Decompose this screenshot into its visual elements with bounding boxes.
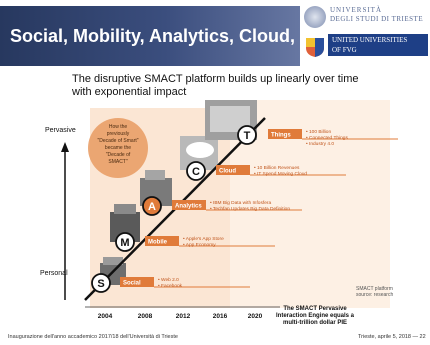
stage-letter: C [192,166,200,178]
stage-detail: • 10 Billion Revenues [254,165,300,171]
slide-subtitle: The disruptive SMACT platform builds up … [72,73,359,98]
stage-detail: • Facebook [158,283,183,289]
callout-line: SMACT" [108,159,128,165]
footer-right: Trieste, aprile 5, 2018 — 22 [358,334,426,340]
callout-line: How the [109,124,128,130]
x-tick-label: 2012 [176,313,191,320]
logo-text-line-1: UNIVERSITÀ [330,6,382,14]
logo-text-line-3: UNITED UNIVERSITIES [332,36,408,44]
stage-circle [142,196,162,216]
x-tick-label: 2004 [98,313,113,320]
callout-line: became the [105,145,131,151]
stage-label-bar [120,277,154,287]
shield-logo-icon [306,38,324,57]
callout-line: previously [107,131,130,137]
engine-note: The SMACT Pervasive Interaction Engine e… [275,306,355,326]
stage-circle [186,161,206,181]
stage-label-bar [216,165,250,175]
cloud-icon [186,142,214,158]
side-note: SMACT platform source: research [356,286,394,298]
stage-label-bar [172,200,206,210]
stage-letter: S [97,278,104,290]
logo-united-box [328,34,428,56]
stage-detail: • Industry 4.0 [306,141,334,147]
mobile-image-2 [114,204,136,214]
stage-detail: • Apple's App Store [183,236,224,242]
x-tick-label: 2008 [138,313,153,320]
university-logo: UNIVERSITÀ DEGLI STUDI DI TRIESTE UNITED… [300,0,430,70]
stage-letter: A [148,201,156,213]
stage-detail: • Techfan Updates Big Data Definition [210,206,290,212]
stage-detail: • IT Spend Moving Cloud [254,171,307,177]
x-tick-label: 2016 [213,313,228,320]
stage-name: Things [271,133,291,139]
stage-detail: • 100 Billion [306,129,331,135]
stage-label-bar [145,236,179,246]
social-image-2 [103,257,123,265]
stage-letter: M [120,237,129,249]
y-axis-arrow-icon [61,142,69,152]
callout-line: "Decade of Smart" [97,138,138,144]
stage-letter: T [244,130,251,142]
y-axis-top-label: Pervasive [45,127,76,134]
stage-circle [115,232,135,252]
y-axis-bottom-label: Personal [40,270,68,277]
stage-name: Analytics [175,204,202,210]
callout-line: "Decade of [106,152,131,158]
stage-circle [237,125,257,145]
stage-detail: • Web 2.0 [158,277,179,283]
stage-detail: • Connected Things [306,135,348,141]
footer-left: Inaugurazione dell'anno accademico 2017/… [8,334,178,340]
university-seal-icon [304,6,326,28]
logo-text-line-2: DEGLI STUDI DI TRIESTE [330,15,424,23]
stage-name: Mobile [148,240,168,246]
stage-detail: • App Economy [183,242,216,248]
slide-title: Social, Mobility, Analytics, Cloud, IoT [10,26,328,46]
stages: Social • Web 2.0• Facebook S Mobile • Apple'… [91,125,398,293]
stage-label-bar [268,129,302,139]
stage-circle [91,273,111,293]
analytics-image-2 [145,170,165,180]
x-axis-ticks: 2004 2008 2012 2016 2020 [98,313,263,320]
logo-text-line-4: OF FVG [332,46,357,54]
title-bar: Social, Mobility, Analytics, Cloud, IoT [0,6,327,66]
stage-detail: • IBM Big Data with Infosfera [210,200,271,206]
callout-circle [88,118,148,178]
stage-name: Cloud [219,169,236,175]
stage-name: Social [123,281,141,287]
x-tick-label: 2020 [248,313,263,320]
